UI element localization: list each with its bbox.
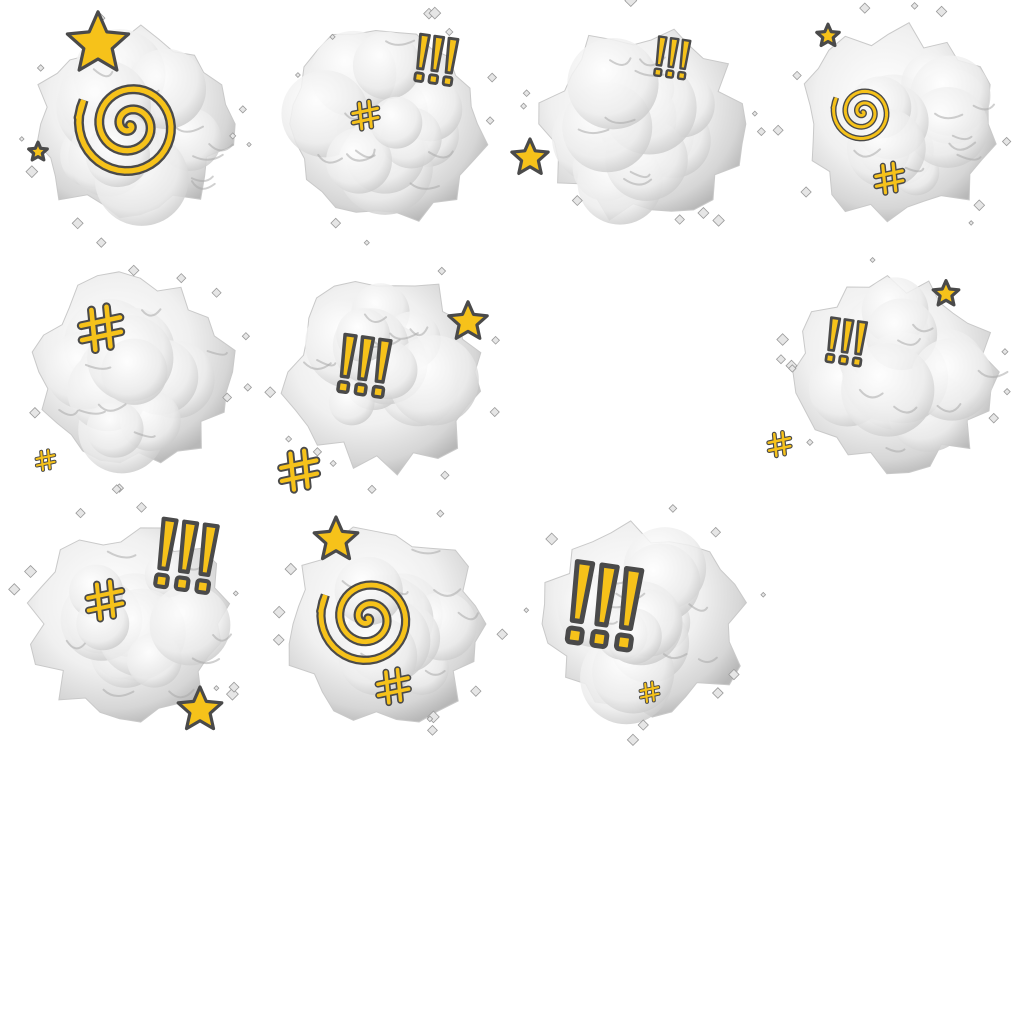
small-star-icon	[931, 279, 961, 307]
small-star-icon	[27, 140, 49, 162]
dust-cloud	[29, 264, 252, 495]
spiral-icon	[316, 580, 411, 665]
hash-icon	[374, 666, 412, 707]
star-icon	[312, 515, 360, 561]
dust-cloud	[772, 2, 1012, 226]
sprite-frame-1	[0, 0, 256, 248]
exclamation-icon	[564, 559, 645, 653]
sprite-frame-5	[0, 248, 256, 496]
sprite-frame-3	[510, 0, 768, 248]
dust-cloud	[520, 0, 766, 227]
exclamation-icon	[153, 516, 220, 595]
small-hash-icon	[638, 680, 661, 704]
sprite-frame-2	[256, 0, 512, 248]
hash-icon	[84, 577, 127, 623]
hash-icon	[766, 430, 793, 459]
exclamation-icon	[653, 35, 692, 81]
dust-cloud	[775, 256, 1011, 475]
star-icon	[510, 137, 550, 175]
dust-cloud	[523, 504, 767, 747]
dust-cloud	[281, 6, 498, 246]
hash-icon	[277, 446, 322, 494]
sprite-frame-6	[256, 248, 512, 496]
exclamation-icon	[824, 316, 869, 368]
star-icon	[447, 300, 489, 340]
star-icon	[176, 685, 224, 731]
sprite-frame-7	[766, 248, 1024, 496]
spiral-icon	[73, 84, 176, 177]
star-icon	[65, 10, 131, 72]
sprite-frame-4	[768, 0, 1024, 248]
hash-icon	[350, 98, 381, 132]
spiral-icon	[830, 88, 890, 142]
exclamation-icon	[413, 32, 460, 87]
hash-icon	[76, 302, 126, 355]
sprite-frame-8	[0, 500, 256, 748]
small-star-icon	[815, 22, 841, 48]
hash-icon	[872, 160, 906, 196]
sprite-frame-10	[512, 500, 768, 748]
sprite-frame-9	[256, 500, 512, 748]
small-hash-icon	[34, 448, 57, 472]
exclamation-icon	[336, 332, 393, 399]
